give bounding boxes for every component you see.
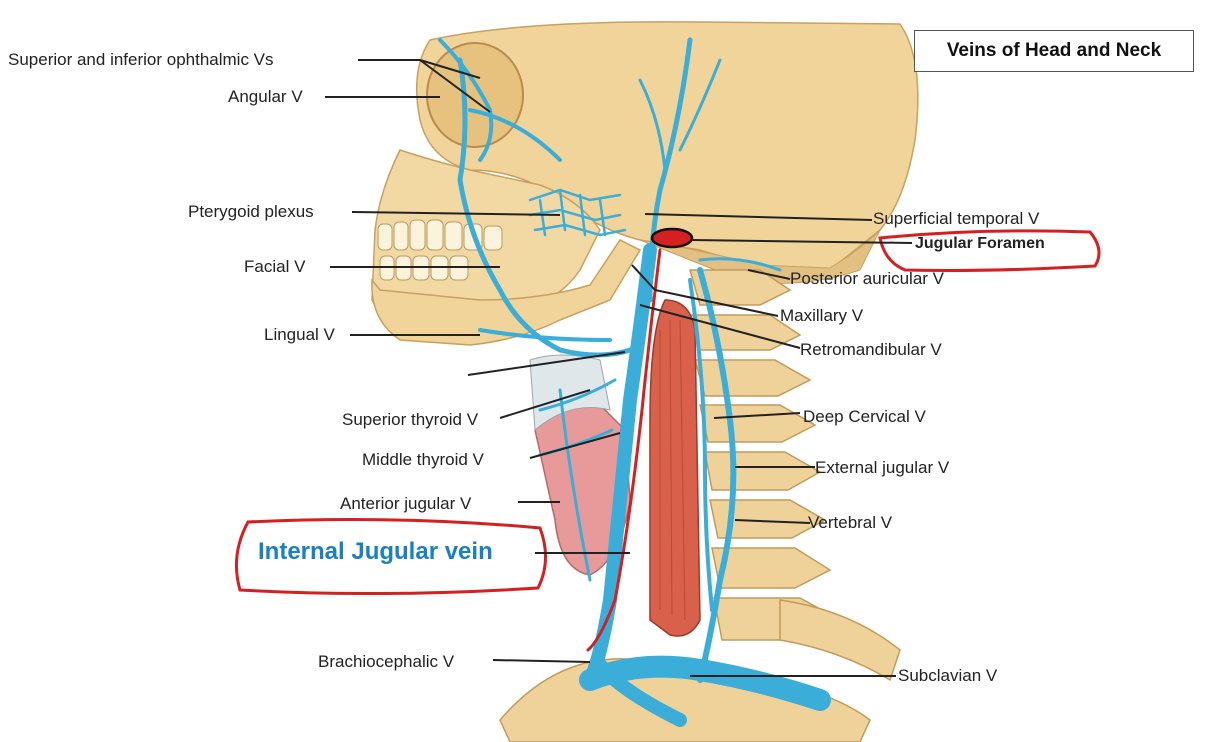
label-angular: Angular V [228, 87, 303, 106]
figure-title: Veins of Head and Neck [914, 30, 1194, 72]
label-pterygoid: Pterygoid plexus [188, 202, 314, 221]
label-ophthalmic: Superior and inferior ophthalmic Vs [8, 50, 274, 69]
label-brachiocephalic: Brachiocephalic V [318, 652, 455, 671]
muscle [649, 299, 701, 637]
label-anterior-jugular: Anterior jugular V [340, 494, 472, 513]
veins [438, 37, 831, 727]
label-vertebral: Vertebral V [808, 513, 893, 532]
label-middle-thyroid: Middle thyroid V [362, 450, 484, 469]
label-superficial-temporal: Superficial temporal V [873, 209, 1040, 228]
label-deep-cervical: Deep Cervical V [803, 407, 926, 426]
label-maxillary: Maxillary V [780, 306, 864, 325]
leader-lines [325, 59, 913, 677]
label-subclavian: Subclavian V [898, 666, 998, 685]
label-posterior-auricular: Posterior auricular V [790, 269, 945, 288]
label-facial: Facial V [244, 257, 306, 276]
label-jugular-foramen: Jugular Foramen [915, 235, 1045, 252]
label-retromandibular: Retromandibular V [800, 340, 942, 359]
label-lingual: Lingual V [264, 325, 335, 344]
skull [371, 21, 919, 346]
label-external-jugular: External jugular V [815, 458, 950, 477]
label-internal-jugular: Internal Jugular vein [258, 538, 493, 565]
label-superior-thyroid: Superior thyroid V [342, 410, 479, 429]
red-annotations [234, 227, 1101, 652]
